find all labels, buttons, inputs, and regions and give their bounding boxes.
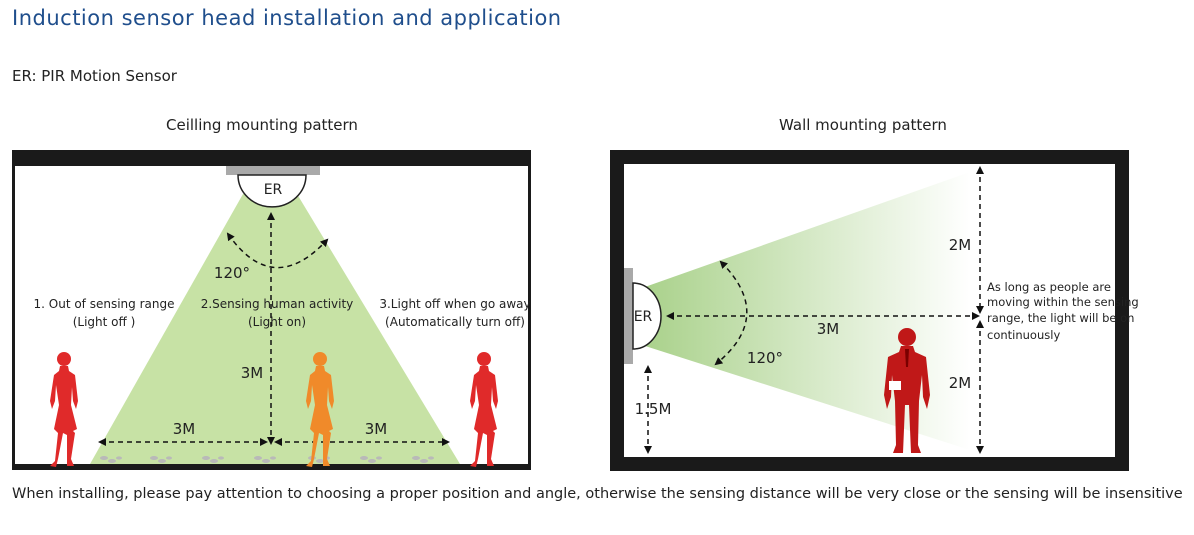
wall-note-line-1: As long as people are (987, 280, 1111, 294)
ceiling-note-1-line1: 1. Out of sensing range (34, 297, 175, 311)
ceiling-height-label: 3M (241, 364, 264, 382)
wall-floor (610, 457, 1129, 471)
ceiling-note-2-line1: 2.Sensing human activity (201, 297, 354, 311)
ceiling-sensor-label: ER (264, 182, 283, 198)
ceiling-right-range-label: 3M (365, 420, 388, 438)
installation-footnote: When installing, please pay attention to… (12, 486, 1183, 502)
ceiling-section-title: Ceilling mounting pattern (166, 116, 358, 134)
wall-mount-height-label: 1.5M (635, 400, 672, 418)
ceiling-note-3-line2: (Automatically turn off) (385, 315, 525, 329)
wall-left-wall (610, 150, 624, 471)
wall-upper-height-label: 2M (949, 236, 972, 254)
ceiling-floor (12, 464, 531, 470)
ceiling-left-wall (12, 166, 15, 470)
ceiling-right-wall (528, 166, 531, 470)
wall-mount-plate (624, 268, 633, 364)
wall-note-line-3: range, the light will be on (987, 311, 1134, 325)
page-title: Induction sensor head installation and a… (12, 6, 562, 30)
ceiling-left-range-label: 3M (173, 420, 196, 438)
wall-note-line-4: continuously (987, 328, 1060, 342)
wall-top-bar (610, 150, 1129, 164)
ceiling-note-2-line2: (Light on) (248, 315, 306, 329)
wall-sensor-label: ER (634, 309, 653, 325)
wall-distance-label: 3M (817, 320, 840, 338)
wall-sensor-head (632, 282, 662, 350)
wall-note-line-2: moving within the sensing (987, 295, 1139, 309)
page-subtitle: ER: PIR Motion Sensor (12, 67, 177, 85)
ceiling-mount-plate (226, 166, 320, 175)
ceiling-sensor-head (237, 174, 307, 208)
wall-diagram: ER 3M 120° 2M 2M 1.5M As long as people … (610, 150, 1139, 471)
wall-right-wall (1115, 150, 1129, 471)
ceiling-diagram: ER 120° 3M 3M 3M 1. Out of sensing range… (12, 150, 531, 470)
ceiling-top-bar (12, 150, 531, 166)
wall-sensing-cone (642, 172, 970, 450)
wall-angle-label: 120° (747, 349, 783, 367)
ceiling-note-1-line2: (Light off ) (73, 315, 136, 329)
wall-section-title: Wall mounting pattern (779, 116, 947, 134)
person-left-range-icon (470, 352, 498, 467)
ceiling-note-3-line1: 3.Light off when go away (379, 297, 530, 311)
ceiling-sensing-cone (90, 194, 460, 464)
wall-lower-height-label: 2M (949, 374, 972, 392)
ceiling-angle-label: 120° (214, 264, 250, 282)
person-out-of-range-icon (50, 352, 78, 467)
